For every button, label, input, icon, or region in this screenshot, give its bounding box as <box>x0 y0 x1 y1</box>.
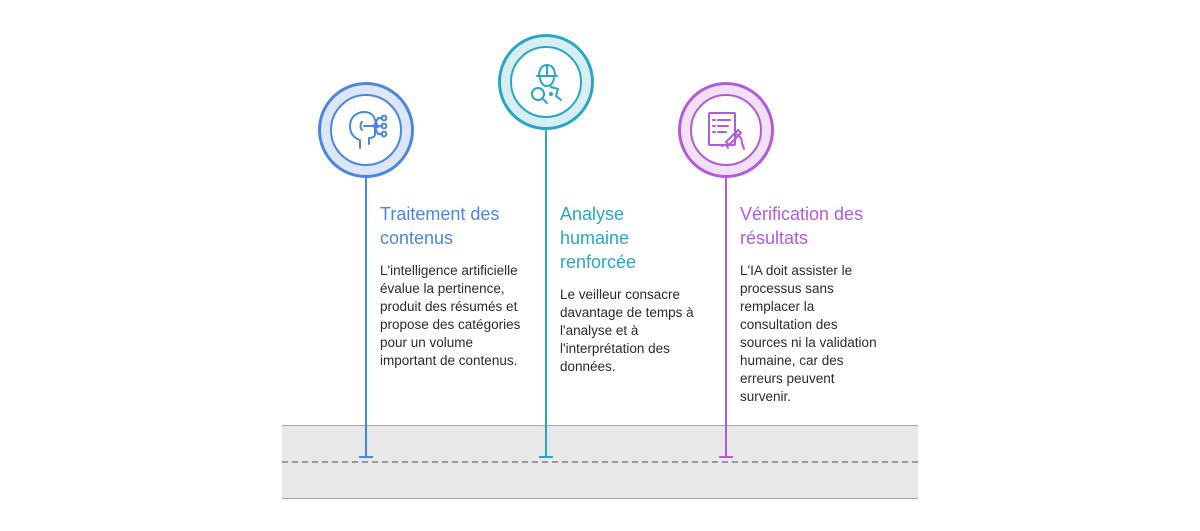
step-1-description: L'intelligence artificielle évalue la pe… <box>380 263 521 368</box>
checklist-sign-icon <box>708 112 745 150</box>
step-3-circle-inner <box>690 94 762 166</box>
step-1-road-marker <box>359 456 373 458</box>
road-center-line <box>282 461 918 463</box>
step-1-circle-inner <box>330 94 402 166</box>
step-1-title: Traitement des contenus <box>380 204 500 248</box>
step-3-description: L'IA doit assister le processus sans rem… <box>740 263 877 404</box>
step-2-title: Analyse humaine renforcée <box>560 204 637 272</box>
step-3-title: Vérification des résultats <box>740 204 864 248</box>
step-2-circle-inner <box>510 46 582 118</box>
step-2-description: Le veilleur consacre davantage de temps … <box>560 287 694 374</box>
step-2-road-marker <box>539 456 553 458</box>
step-3-stem <box>725 176 727 458</box>
analyst-magnifier-icon <box>531 64 562 104</box>
ai-head-icon <box>349 111 388 149</box>
step-2-circle <box>498 34 594 130</box>
step-3-road-marker <box>719 456 733 458</box>
road <box>282 425 918 499</box>
step-1-stem <box>365 176 367 458</box>
step-2-stem <box>545 128 547 458</box>
step-1-circle <box>318 82 414 178</box>
step-3-circle <box>678 82 774 178</box>
